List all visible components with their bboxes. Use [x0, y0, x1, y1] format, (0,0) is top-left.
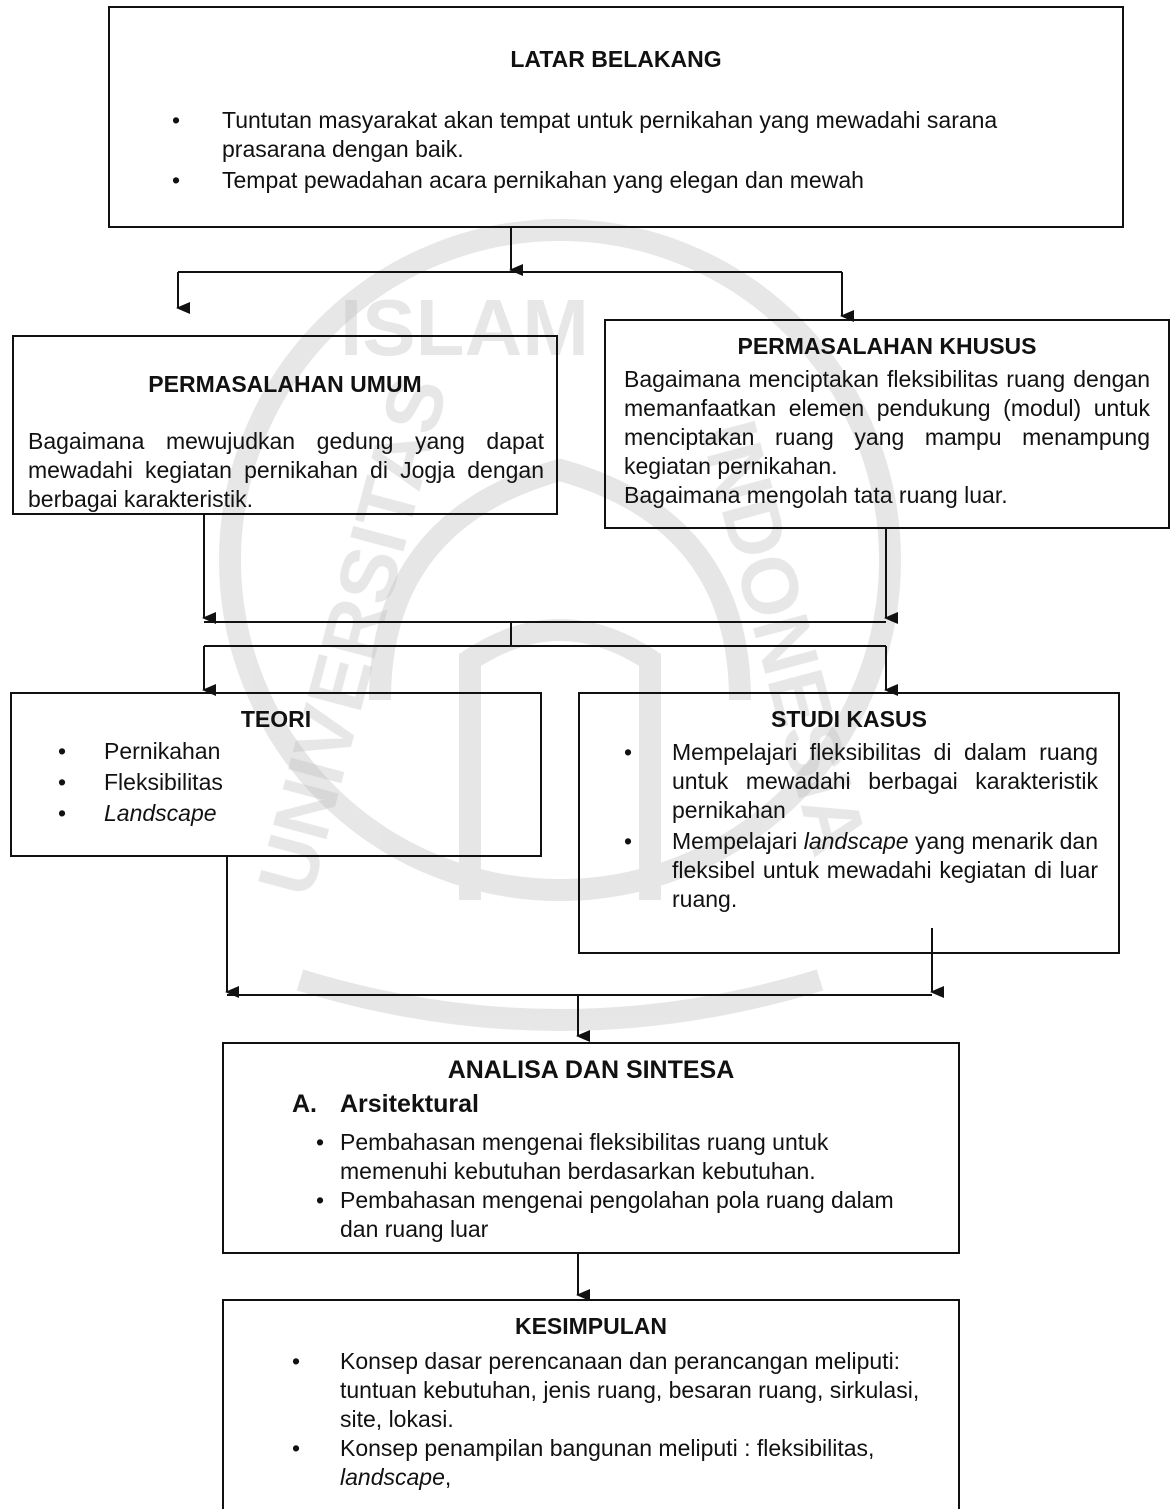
kesimpulan-item2-pre: Konsep penampilan bangunan meliputi : fl… — [340, 1435, 875, 1461]
list-item: Tempat pewadahan acara pernikahan yang e… — [170, 166, 1102, 195]
list-item: Pernikahan — [58, 736, 223, 767]
watermark-top-text: ISLAM — [340, 283, 589, 372]
kesimpulan-box: KESIMPULAN Konsep dasar perencanaan dan … — [222, 1299, 960, 1509]
teori-landscape: Landscape — [104, 800, 217, 826]
latar-belakang-box: LATAR BELAKANG Tuntutan masyarakat akan … — [108, 6, 1124, 228]
list-item: Mempelajari landscape yang menarik dan f… — [620, 827, 1098, 914]
teori-box: TEORI Pernikahan Fleksibilitas Landscape — [10, 692, 542, 857]
latar-belakang-list: Tuntutan masyarakat akan tempat untuk pe… — [170, 106, 1102, 197]
permasalahan-khusus-text: Bagaimana menciptakan fleksibilitas ruan… — [624, 365, 1150, 510]
analisa-subheading: A. Arsitektural — [292, 1090, 479, 1119]
list-item: Pembahasan mengenai pengolahan pola ruan… — [316, 1186, 918, 1244]
permasalahan-khusus-title: PERMASALAHAN KHUSUS — [737, 333, 1037, 359]
teori-title: TEORI — [240, 706, 312, 732]
analisa-sub-label: Arsitektural — [340, 1090, 479, 1118]
kesimpulan-list: Konsep dasar perencanaan dan perancangan… — [290, 1347, 928, 1492]
list-item: Mempelajari fleksibilitas di dalam ruang… — [620, 738, 1098, 825]
analisa-sub-letter: A. — [292, 1090, 317, 1118]
studi-kasus-box: STUDI KASUS Mempelajari fleksibilitas di… — [578, 692, 1120, 954]
analisa-sintesa-box: ANALISA DAN SINTESA A. Arsitektural Pemba… — [222, 1042, 960, 1254]
kesimpulan-item2-em: landscape — [340, 1464, 445, 1490]
permasalahan-umum-text: Bagaimana mewujudkan gedung yang dapat m… — [28, 428, 544, 512]
permasalahan-umum-title: PERMASALAHAN UMUM — [148, 371, 422, 397]
studi-kasus-title: STUDI KASUS — [771, 706, 927, 732]
permasalahan-khusus-text-1: Bagaimana menciptakan fleksibilitas ruan… — [624, 366, 1150, 479]
kesimpulan-title: KESIMPULAN — [514, 1313, 668, 1339]
studi-item2-post: yang menarik dan fleksibel untuk mewadah… — [672, 828, 1098, 912]
permasalahan-khusus-text-2: Bagaimana mengolah tata ruang luar. — [624, 482, 1008, 508]
permasalahan-khusus-box: PERMASALAHAN KHUSUS Bagaimana menciptaka… — [604, 319, 1170, 529]
analisa-list: Pembahasan mengenai fleksibilitas ruang … — [316, 1128, 918, 1244]
permasalahan-umum-box: PERMASALAHAN UMUM Bagaimana mewujudkan g… — [12, 335, 558, 515]
list-item: Pembahasan mengenai fleksibilitas ruang … — [316, 1128, 918, 1186]
list-item: Tuntutan masyarakat akan tempat untuk pe… — [170, 106, 1102, 164]
studi-item2-em: landscape — [803, 828, 909, 854]
list-item: Landscape — [58, 798, 223, 829]
list-item: Fleksibilitas — [58, 767, 223, 798]
teori-list: Pernikahan Fleksibilitas Landscape — [58, 736, 223, 829]
analisa-title: ANALISA DAN SINTESA — [447, 1056, 735, 1084]
list-item: Konsep penampilan bangunan meliputi : fl… — [290, 1434, 928, 1492]
studi-item2-pre: Mempelajari — [672, 828, 804, 854]
latar-belakang-title: LATAR BELAKANG — [510, 46, 722, 72]
studi-kasus-list: Mempelajari fleksibilitas di dalam ruang… — [620, 738, 1098, 916]
list-item: Konsep dasar perencanaan dan perancangan… — [290, 1347, 928, 1434]
kesimpulan-item2-post: , — [444, 1464, 452, 1490]
